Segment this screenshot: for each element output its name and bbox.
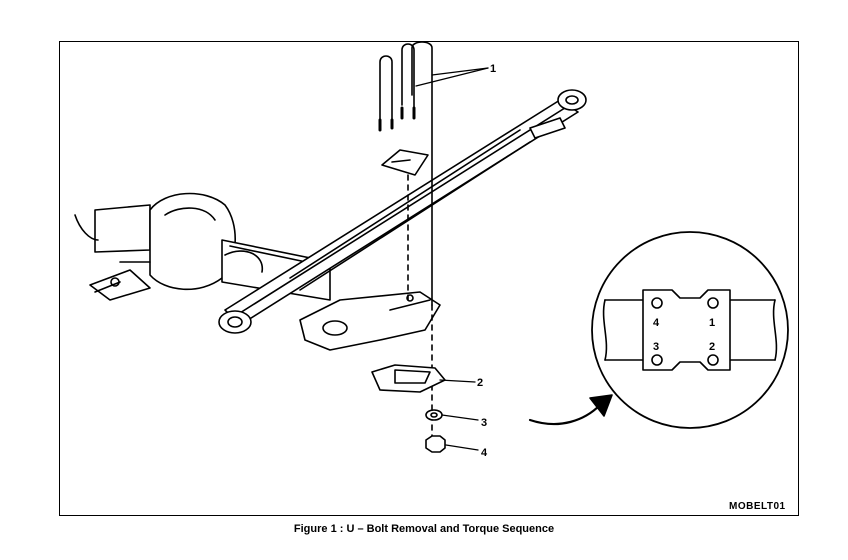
bolt-order-label: 4 — [653, 317, 660, 329]
inset-arrow — [528, 403, 602, 425]
u-bolts — [378, 41, 433, 306]
inset-arrow-head — [589, 394, 613, 417]
figure-code: MOBELT01 — [729, 501, 786, 512]
bolt-order-label: 3 — [653, 341, 659, 353]
callout-1: 1 — [490, 63, 496, 75]
leader-lines — [415, 67, 489, 451]
clamp-plate — [381, 149, 429, 176]
bolt-order-label: 1 — [709, 317, 715, 329]
callout-4: 4 — [481, 447, 488, 459]
bolt-order-label: 2 — [709, 341, 715, 353]
spring-seat — [299, 291, 441, 351]
callout-2: 2 — [477, 377, 483, 389]
nut — [425, 435, 446, 453]
inset-view — [591, 231, 789, 429]
leaf-spring — [218, 89, 587, 334]
figure-caption: Figure 1 : U – Bolt Removal and Torque S… — [293, 523, 555, 535]
callout-3: 3 — [481, 417, 487, 429]
